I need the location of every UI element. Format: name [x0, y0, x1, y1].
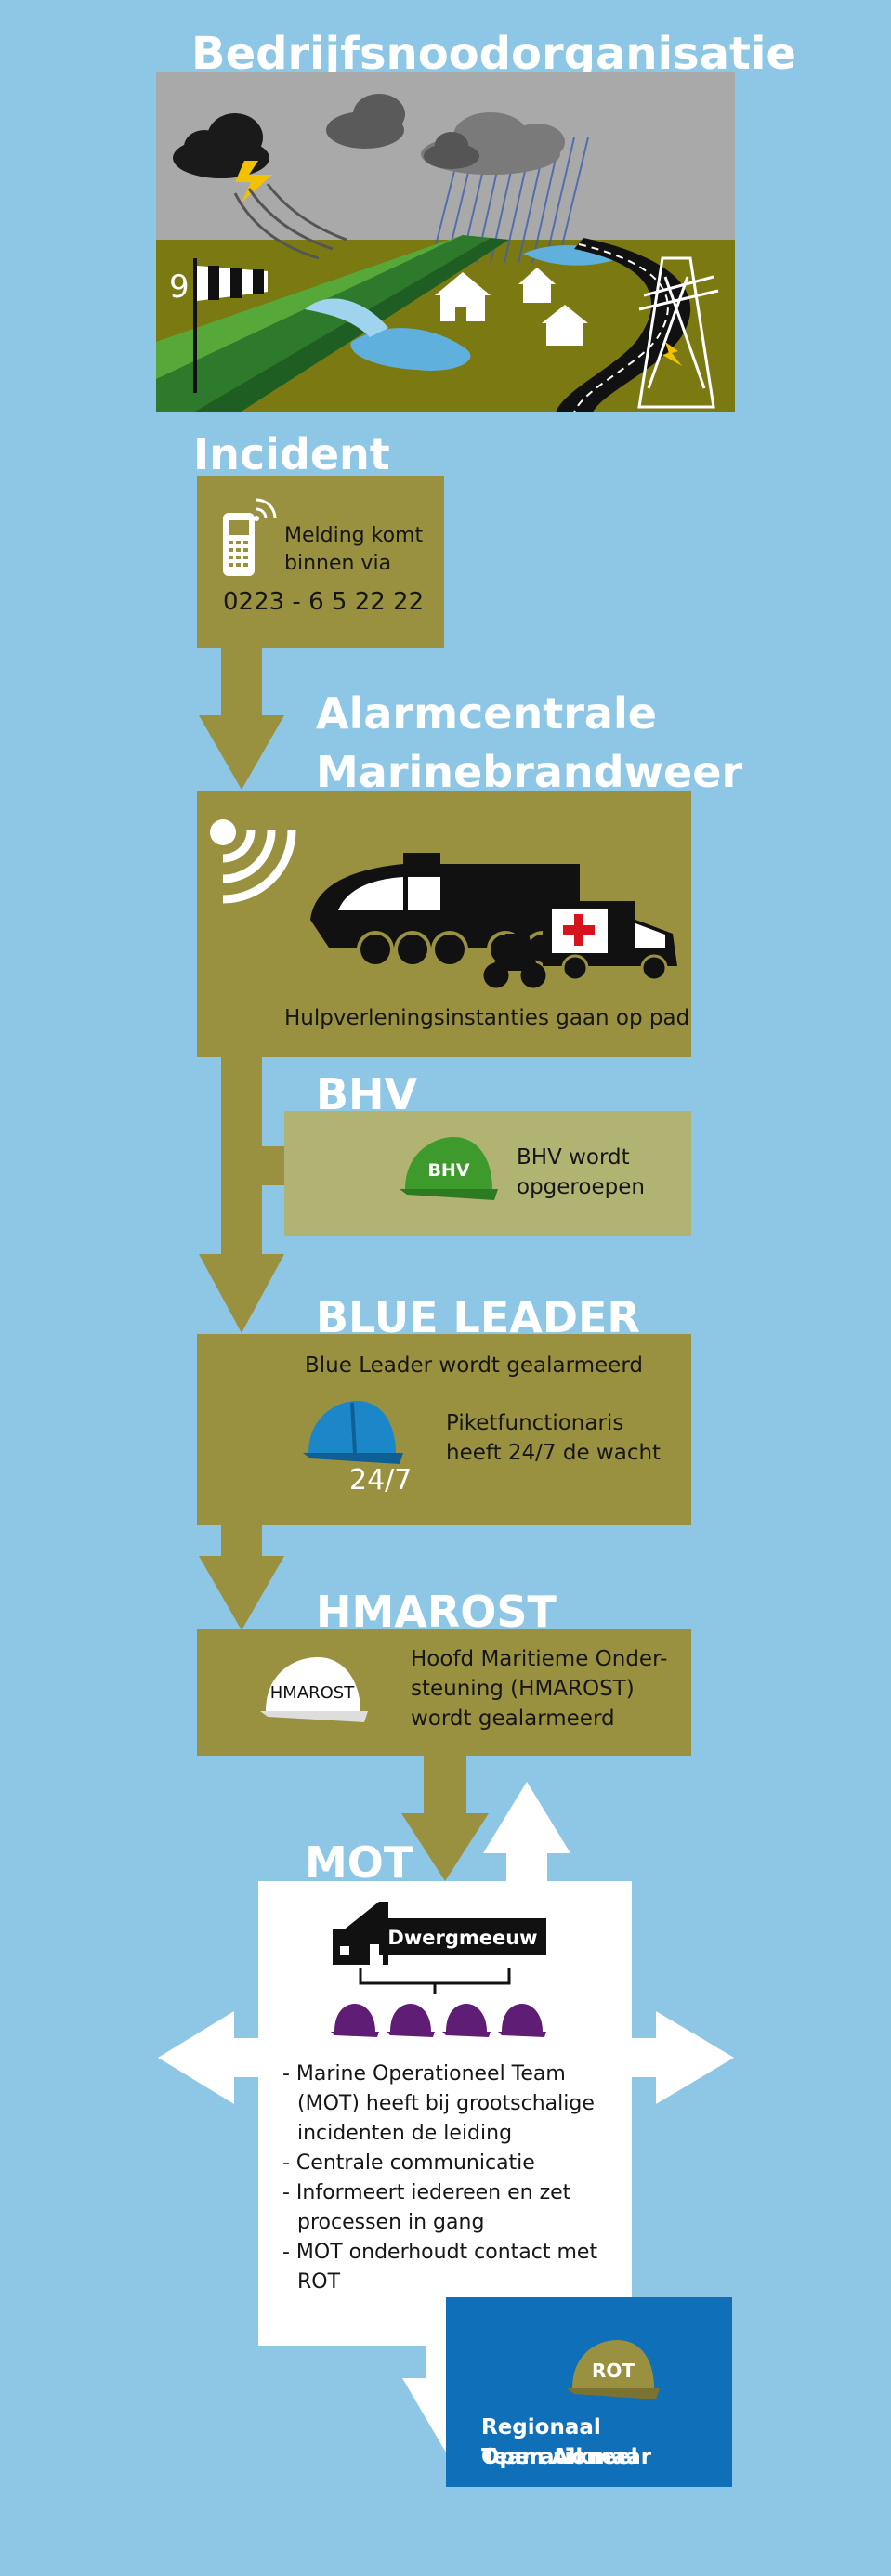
alarm-box: Hulpverleningsinstanties gaan op pad: [197, 791, 691, 1057]
building-icon: Dwergmeeuw: [333, 1902, 546, 1994]
mot-list-item: - MOT onderhoudt contact met ROT: [282, 2241, 598, 2294]
team-helmets: [331, 2004, 546, 2037]
connector-hmarost-mot: [424, 1756, 466, 1821]
bhv-title: BHV: [316, 1069, 418, 1119]
mot-title: MOT: [305, 1837, 413, 1888]
blueleader-text: Blue Leader wordt gealarmeerd: [305, 1353, 643, 1378]
broadcast-signal-icon: [210, 819, 296, 904]
mot-list-item: - Centrale communicatie: [282, 2151, 535, 2175]
blueleader-box: Blue Leader wordt gealarmeerd 24/7 Piket…: [197, 1334, 691, 1525]
purple-helmet-icon: [387, 2004, 435, 2037]
bhv-text-line1: BHV wordt: [517, 1145, 630, 1170]
emergency-vehicles-icon: [310, 853, 677, 991]
incident-phone-number: 0223 - 6 5 22 22: [223, 588, 425, 616]
hmarost-text-line3: wordt gealarmeerd: [411, 1706, 615, 1731]
hmarost-box: HMAROST Hoofd Maritieme Onder- steuning …: [197, 1629, 691, 1756]
purple-helmet-icon: [331, 2004, 379, 2037]
incident-title: Incident: [193, 429, 390, 479]
arrow-right-white: [656, 2011, 734, 2104]
mot-box: Dwergmeeuw - Marine Operationeel Team (M…: [258, 1881, 632, 2346]
blueleader-title: BLUE LEADER: [316, 1292, 640, 1342]
rot-text-line1: Regionaal Operationeel: [481, 2415, 638, 2469]
connector-alarm-blueleader: [221, 1057, 262, 1262]
building-label: Dwergmeeuw: [387, 1927, 537, 1949]
rot-box: ROT Regionaal Operationeel Team Alkmaar: [446, 2297, 732, 2487]
bhv-text-line2: opgeroepen: [517, 1175, 645, 1199]
hmarost-text-line1: Hoofd Maritieme Onder-: [411, 1647, 668, 1671]
bhv-box: BHV BHV wordt opgeroepen: [284, 1111, 691, 1236]
purple-helmet-icon: [498, 2004, 546, 2037]
rot-helmet-label: ROT: [592, 2360, 635, 2382]
mot-list: - Marine Operationeel Team (MOT) heeft b…: [282, 2059, 609, 2297]
white-helmet-icon: HMAROST: [260, 1657, 368, 1722]
incident-text: Melding komt binnen via: [284, 524, 424, 575]
alarm-title-line1: Alarmcentrale: [316, 688, 657, 739]
arrow-down-hmarost: [199, 1556, 284, 1630]
rot-text-line2: Team Alkmaar: [481, 2445, 652, 2469]
hmarost-text-line2: steuning (HMAROST): [411, 1677, 635, 1701]
arrow-down-blueleader: [199, 1254, 284, 1333]
connector-incident-alarm: [221, 648, 262, 726]
blue-helmet-icon: [303, 1401, 403, 1464]
purple-helmet-icon: [442, 2004, 491, 2037]
hmarost-helmet-label: HMAROST: [270, 1683, 355, 1703]
mot-list-item: - Marine Operationeel Team (MOT) heeft b…: [282, 2062, 595, 2145]
arrow-up-white: [483, 1782, 570, 1853]
blueleader-duty-line2: heeft 24/7 de wacht: [446, 1441, 662, 1465]
hero-illustration: 9: [156, 72, 735, 413]
power-pylon-icon: [637, 256, 719, 409]
blueleader-duty-line1: Piketfunctionaris: [446, 1411, 624, 1435]
page-title: Bedrijfsnoodorganisatie: [191, 28, 796, 80]
blueleader-24-7-badge: 24/7: [349, 1464, 413, 1497]
arrow-down-alarm: [199, 715, 284, 790]
storm-cloud-icon: [173, 113, 272, 203]
olive-helmet-icon: ROT: [567, 2340, 660, 2399]
mobile-phone-icon: [223, 498, 277, 576]
wind-force-label: 9: [169, 268, 190, 306]
bhv-helmet-label: BHV: [427, 1160, 469, 1181]
arrow-down-mot: [401, 1813, 489, 1881]
green-helmet-icon: BHV: [400, 1137, 498, 1200]
mot-list-item: - Informeert iedereen en zet processen i…: [282, 2181, 571, 2234]
alarm-title-line2: Marinebrandweer: [316, 747, 743, 797]
incident-box: Melding komt binnen via 0223 - 6 5 22 22: [197, 476, 444, 648]
alarm-caption: Hulpverleningsinstanties gaan op pad: [284, 1006, 690, 1030]
hmarost-title: HMAROST: [316, 1587, 557, 1637]
arrow-left-white: [158, 2011, 234, 2104]
